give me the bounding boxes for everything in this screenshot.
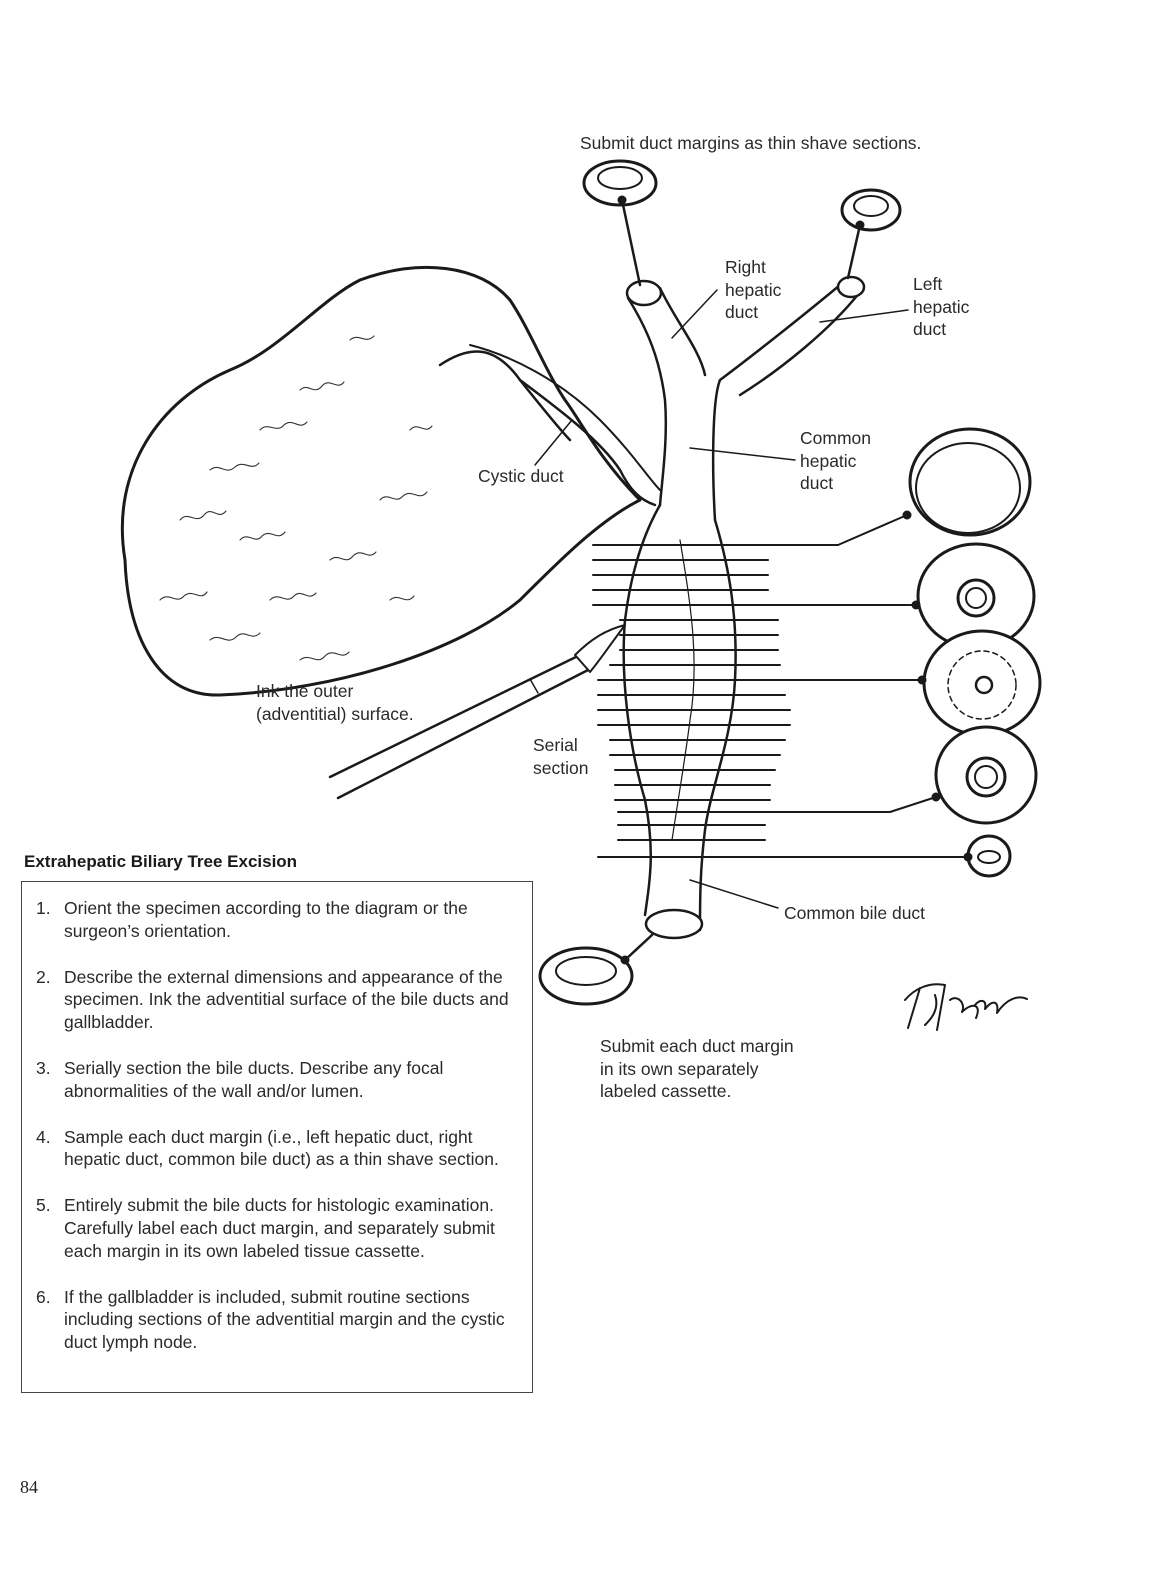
label-submit-shave: Submit duct margins as thin shave sectio… [580, 133, 922, 153]
procedure-title: Extrahepatic Biliary Tree Excision [24, 852, 298, 871]
label-submit-each: Submit each duct margin in its own separ… [600, 1036, 794, 1101]
label-ink-surface: Ink the outer (adventitial) surface. [256, 681, 414, 724]
label-common-hepatic-duct: Common hepatic duct [800, 428, 871, 493]
cross-section-3 [917, 629, 1042, 737]
step-item: 1. Orient the specimen according to the d… [36, 897, 518, 943]
step-item: 4. Sample each duct margin (i.e., left he… [36, 1126, 518, 1172]
right-hepatic-duct [626, 296, 668, 507]
label-cystic-duct: Cystic duct [478, 466, 564, 486]
step-number: 1. [36, 898, 51, 918]
cystic-duct-inner [469, 344, 661, 491]
shave-margin-common-bile [538, 933, 654, 1006]
label-leaders [534, 289, 909, 909]
artist-signature [904, 983, 1028, 1031]
step-text: Entirely submit the bile ducts for histo… [64, 1195, 495, 1261]
step-text: Describe the external dimensions and app… [64, 966, 509, 1033]
label-serial-section: Serial section [533, 735, 589, 778]
common-bile-stump [644, 908, 704, 940]
step-text: Serially section the bile ducts. Describ… [64, 1057, 444, 1101]
cross-section-2 [911, 542, 1036, 650]
label-left-hepatic-duct: Left hepatic duct [913, 274, 970, 339]
cystic-duct [518, 378, 657, 507]
label-common-bile-duct: Common bile duct [784, 903, 926, 923]
step-number: 6. [36, 1286, 51, 1307]
page-number: 84 [20, 1477, 38, 1497]
step-item: 5. Entirely submit the bile ducts for his… [36, 1194, 518, 1262]
common-duct-right [698, 518, 737, 932]
gallbladder [120, 265, 642, 697]
section-leaders [837, 514, 937, 813]
procedure-steps-box: 1. Orient the specimen according to the d… [21, 881, 533, 1393]
right-hepatic-stump [625, 279, 663, 307]
step-number: 2. [36, 966, 51, 987]
step-item: 6. If the gallbladder is included, submit… [36, 1286, 518, 1354]
procedure-steps-list: 1. Orient the specimen according to the d… [22, 882, 532, 1354]
ink-applicator [328, 624, 626, 800]
cross-section-4 [931, 725, 1038, 825]
shave-margin-left-hepatic [840, 188, 902, 280]
step-item: 3. Serially section the bile ducts. Descr… [36, 1057, 518, 1103]
left-hepatic-duct-outer [738, 290, 862, 397]
step-number: 3. [36, 1057, 51, 1078]
left-hepatic-duct [711, 283, 842, 522]
cross-section-1 [902, 427, 1032, 537]
right-hepatic-duct-outer [658, 286, 707, 377]
step-number: 5. [36, 1195, 51, 1216]
shave-margin-right-hepatic [582, 159, 658, 287]
step-item: 2. Describe the external dimensions and a… [36, 966, 518, 1034]
label-right-hepatic-duct: Right hepatic duct [725, 257, 782, 322]
step-text: Orient the specimen according to the dia… [64, 898, 468, 941]
gallbladder-texture [159, 335, 433, 661]
left-hepatic-stump [836, 275, 866, 299]
step-number: 4. [36, 1126, 51, 1147]
serial-section-lines [592, 544, 969, 858]
step-text: If the gallbladder is included, submit r… [64, 1286, 505, 1353]
cross-section-5 [963, 834, 1012, 878]
step-text: Sample each duct margin (i.e., left hepa… [64, 1126, 499, 1170]
duct-lumen-hatch [671, 539, 695, 841]
